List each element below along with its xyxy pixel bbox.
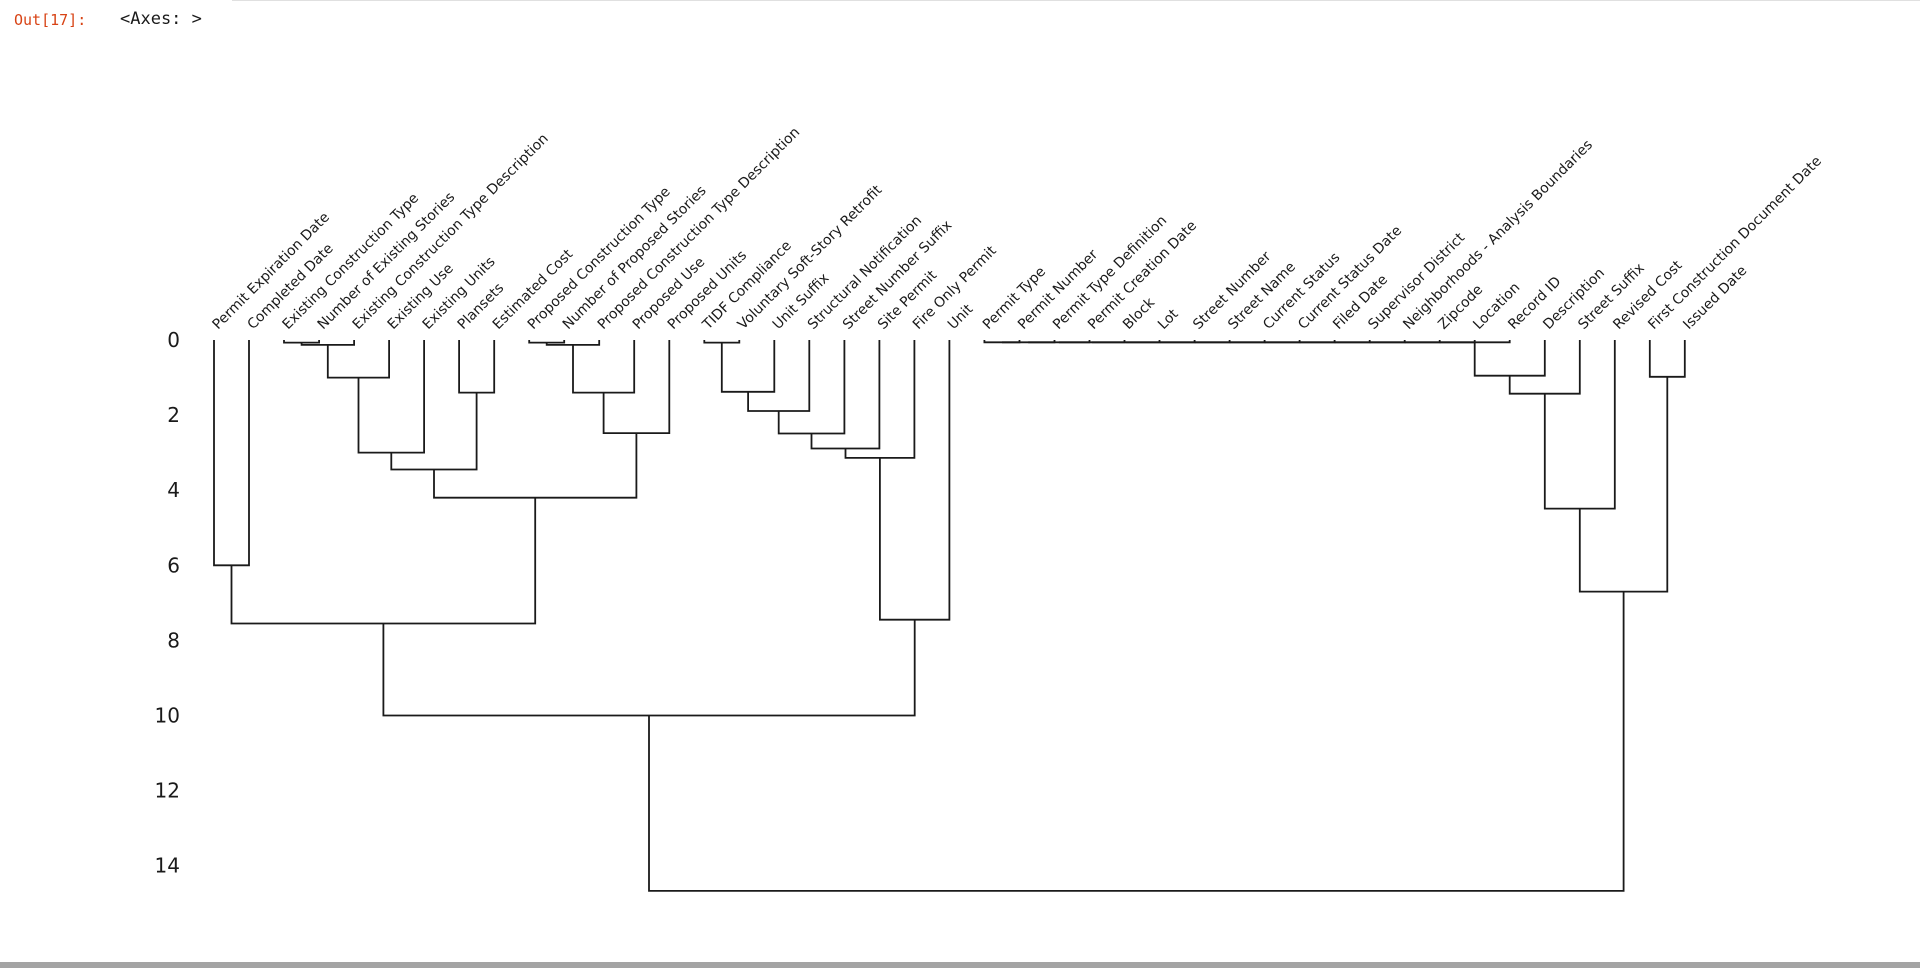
dendrogram-link: [1439, 340, 1511, 344]
dendrogram-link: [810, 340, 881, 450]
column-label: Lot: [1155, 306, 1182, 333]
y-tick-label: 4: [167, 478, 180, 502]
dendrogram-link: [357, 340, 425, 454]
y-tick-label: 14: [155, 854, 180, 878]
y-tick-label: 0: [167, 328, 180, 352]
dendrogram-link: [602, 340, 671, 434]
dendrogram-link: [382, 619, 916, 717]
dendrogram-link: [703, 340, 741, 344]
dendrogram-link: [648, 591, 1625, 892]
dendrogram-link: [572, 340, 636, 394]
y-tick-label: 2: [167, 403, 180, 427]
dendrogram-link: [283, 340, 320, 344]
output-prompt: Out[17]:: [14, 11, 87, 29]
dendrogram-link: [1648, 340, 1686, 378]
dendrogram-link: [213, 340, 250, 567]
dendrogram-link: [983, 340, 1021, 344]
axes-repr-text: <Axes: >: [120, 9, 202, 29]
dendrogram-link: [720, 340, 776, 393]
y-tick-label: 6: [167, 553, 180, 577]
dendrogram-link: [433, 433, 638, 499]
y-tick-label: 10: [155, 704, 180, 728]
dendrogram-link: [458, 340, 496, 394]
dendrogram-link: [747, 340, 811, 412]
column-label: First Construction Document Date: [1645, 153, 1825, 333]
dendrogram-link: [1473, 340, 1546, 377]
column-label: Unit: [945, 301, 977, 333]
dendrogram-link: [1578, 376, 1669, 593]
bottom-divider-bar: [0, 962, 1920, 968]
dendrogram-link: [390, 392, 478, 471]
cell-top-divider: [232, 0, 1920, 1]
dendrogram-link: [528, 340, 566, 344]
y-tick-label: 12: [155, 779, 180, 803]
dendrogram-link: [230, 497, 537, 625]
y-tick-label: 8: [167, 628, 180, 652]
dendrogram-link: [777, 340, 846, 435]
